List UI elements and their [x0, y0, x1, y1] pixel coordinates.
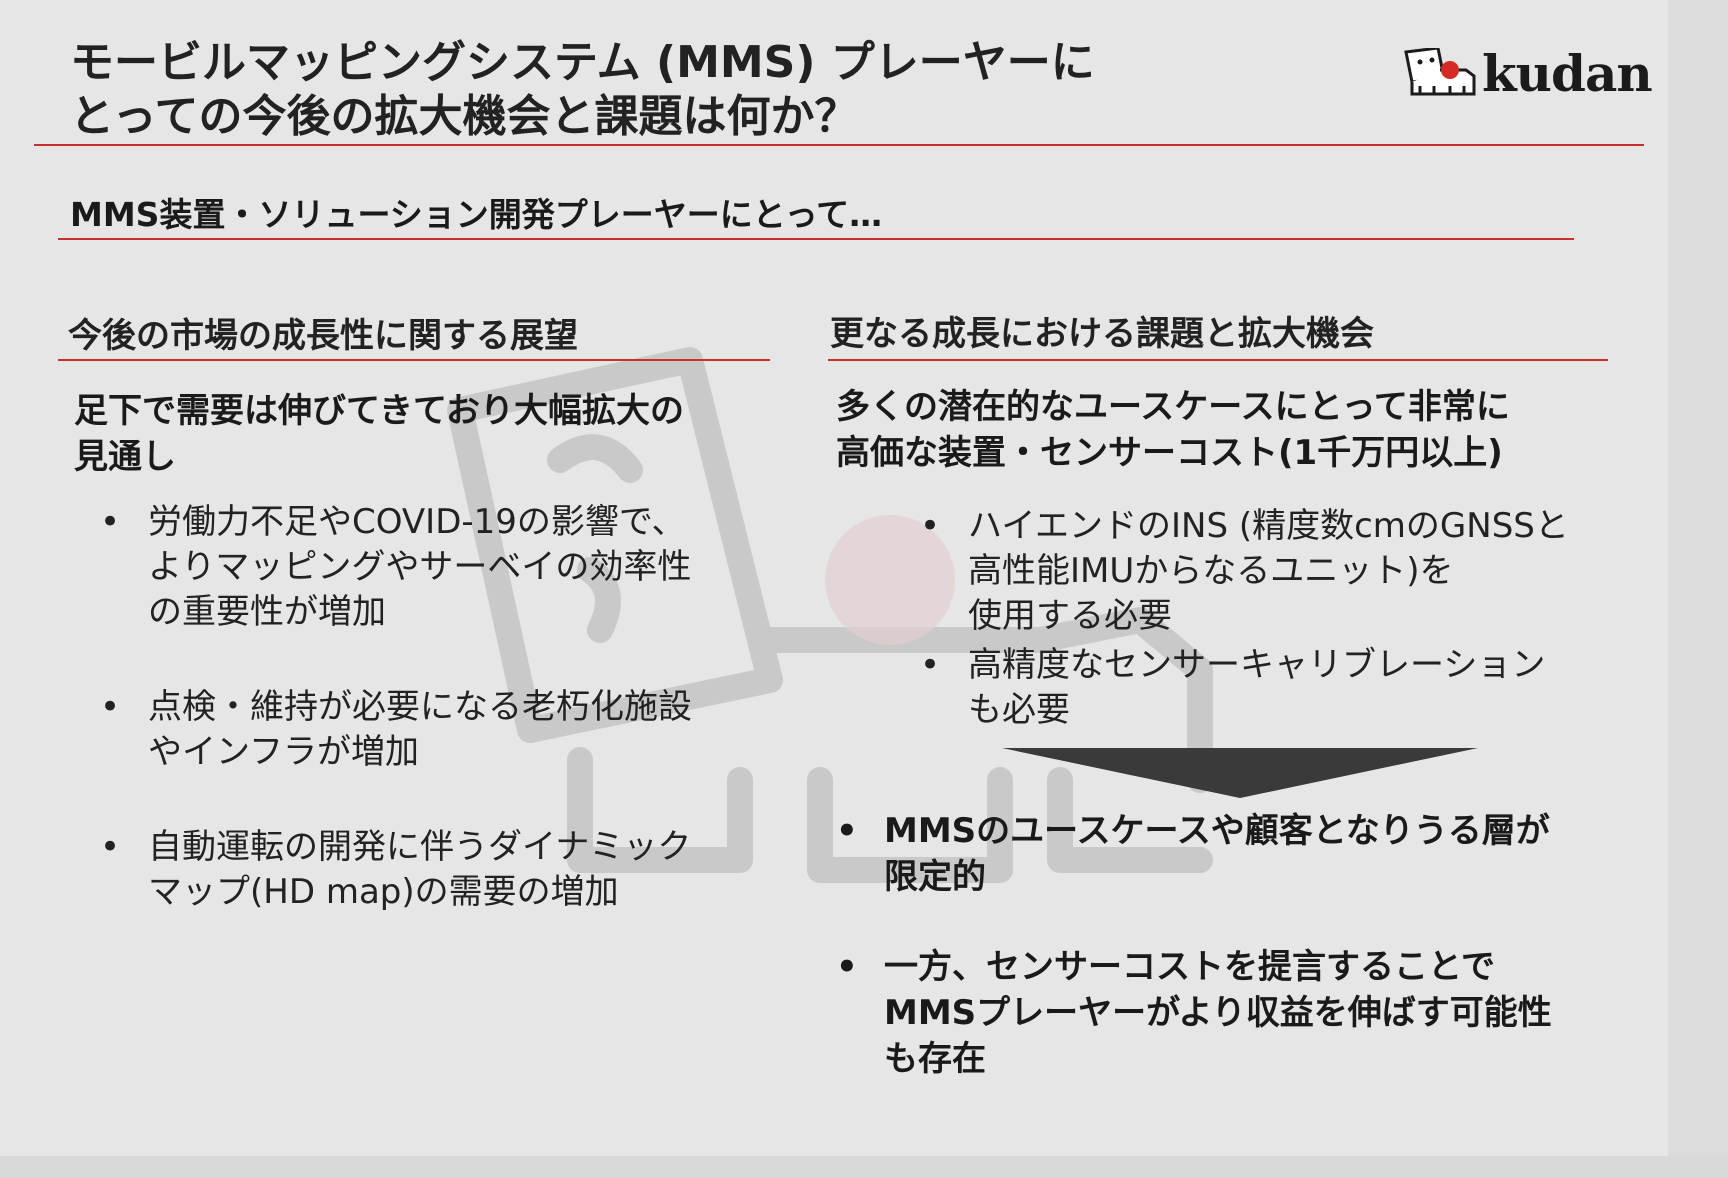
list-item-line: 高性能IMUからなるユニット)を — [968, 551, 1454, 591]
list-item-line: 一方、センサーコストを提言することで — [884, 947, 1495, 987]
page-title: モービルマッピングシステム (MMS) プレーヤーに とっての今後の拡大機会と課… — [70, 36, 1240, 144]
list-item-line: 高精度なセンサーキャリブレーション — [968, 645, 1546, 685]
list-item-line: の重要性が増加 — [148, 592, 386, 632]
list-item-line: よりマッピングやサーベイの効率性 — [148, 547, 692, 587]
title-divider — [34, 144, 1644, 146]
section-subtitle: MMS装置・ソリューション開発プレーヤーにとって… — [70, 195, 883, 234]
list-item: • 点検・維持が必要になる老朽化施設 やインフラが増加 — [100, 685, 692, 775]
right-lead-line: 高価な装置・センサーコスト(1千万円以上) — [836, 433, 1503, 473]
bullet-icon: • — [836, 947, 858, 987]
bullet-icon: • — [100, 687, 121, 727]
kudan-watermark-icon — [447, 347, 1213, 883]
list-item-line: 労働力不足やCOVID-19の影響で、 — [148, 502, 686, 542]
left-bullet-list: • 労働力不足やCOVID-19の影響で、 よりマッピングやサーベイの効率性 の… — [100, 500, 692, 965]
slide-edge-bottom — [0, 1156, 1728, 1178]
list-item-line: マップ(HD map)の需要の増加 — [148, 872, 619, 912]
left-lead-line: 足下で需要は伸びてきており大幅拡大の — [74, 391, 684, 431]
list-item-line: 点検・維持が必要になる老朽化施設 — [148, 687, 692, 727]
bullet-icon: • — [100, 827, 121, 867]
list-item-line: も存在 — [884, 1039, 986, 1079]
list-item: • 自動運転の開発に伴うダイナミック マップ(HD map)の需要の増加 — [100, 825, 692, 915]
list-item-line: MMSのユースケースや顧客となりうる層が — [884, 811, 1550, 851]
list-item-line: も必要 — [968, 690, 1070, 730]
logo-wordmark: kudan — [1482, 44, 1653, 103]
kudan-logo: kudan — [1400, 44, 1660, 104]
left-column-heading: 今後の市場の成長性に関する展望 — [68, 316, 578, 356]
bullet-icon: • — [836, 811, 858, 851]
right-heading-divider — [828, 359, 1608, 361]
page-title-line: モービルマッピングシステム (MMS) プレーヤーに — [70, 37, 1095, 88]
right-column-heading: 更なる成長における課題と拡大機会 — [830, 314, 1374, 354]
list-item: • ハイエンドのINS (精度数cmのGNSSと 高性能IMUからなるユニット)… — [920, 504, 1569, 639]
down-arrow-icon — [1002, 748, 1478, 798]
elephant-logo-icon — [1404, 48, 1476, 96]
right-sub-bullet-list: • ハイエンドのINS (精度数cmのGNSSと 高性能IMUからなるユニット)… — [920, 504, 1569, 737]
list-item-line: やインフラが増加 — [148, 732, 419, 772]
slide-edge — [1668, 0, 1728, 1178]
right-lead-text: 多くの潜在的なユースケースにとって非常に 高価な装置・センサーコスト(1千万円以… — [836, 384, 1510, 476]
bullet-icon: • — [920, 645, 941, 685]
list-item: • 労働力不足やCOVID-19の影響で、 よりマッピングやサーベイの効率性 の… — [100, 500, 692, 635]
list-item: • 一方、センサーコストを提言することで MMSプレーヤーがより収益を伸ばす可能… — [836, 944, 1552, 1082]
right-lead-line: 多くの潜在的なユースケースにとって非常に — [836, 387, 1510, 427]
left-heading-divider — [58, 359, 770, 361]
right-bullet-list: • MMSのユースケースや顧客となりうる層が 限定的 • 一方、センサーコストを… — [836, 808, 1552, 1126]
list-item-line: 使用する必要 — [968, 596, 1172, 636]
left-lead-line: 見通し — [74, 437, 176, 477]
left-lead-text: 足下で需要は伸びてきており大幅拡大の 見通し — [74, 388, 684, 480]
list-item-line: ハイエンドのINS (精度数cmのGNSSと — [968, 506, 1569, 546]
bullet-icon: • — [100, 502, 121, 542]
list-item-line: 自動運転の開発に伴うダイナミック — [148, 827, 692, 867]
bullet-icon: • — [920, 506, 941, 546]
page-title-line: とっての今後の拡大機会と課題は何か？ — [70, 91, 859, 142]
list-item: • 高精度なセンサーキャリブレーション も必要 — [920, 643, 1569, 733]
subtitle-divider — [58, 238, 1574, 240]
list-item-line: MMSプレーヤーがより収益を伸ばす可能性 — [884, 993, 1552, 1033]
list-item: • MMSのユースケースや顧客となりうる層が 限定的 — [836, 808, 1552, 900]
list-item-line: 限定的 — [884, 857, 986, 897]
